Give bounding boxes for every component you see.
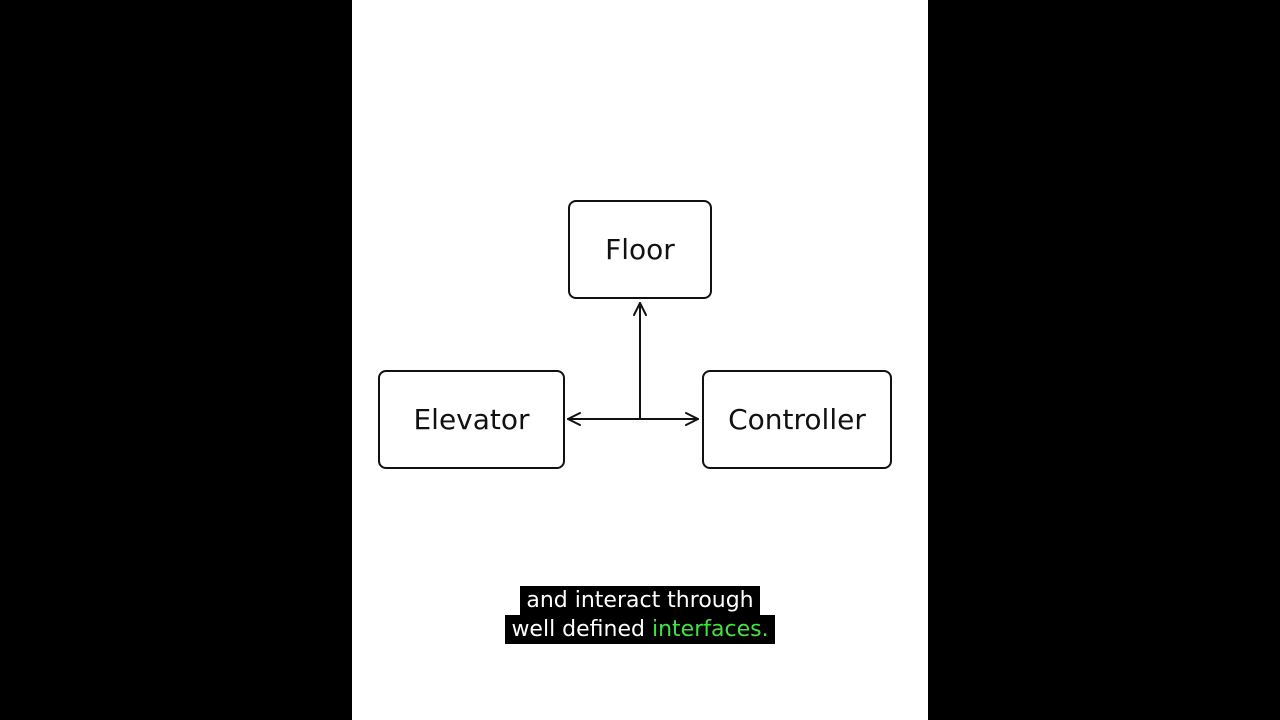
caption-highlight-word: interfaces. bbox=[651, 617, 769, 642]
controller-node-label: Controller bbox=[728, 403, 866, 436]
caption-line-2: well defined interfaces. bbox=[505, 615, 775, 644]
elevator-node: Elevator bbox=[378, 370, 565, 469]
controller-node: Controller bbox=[702, 370, 892, 469]
arrowhead-elevator bbox=[567, 412, 581, 426]
subtitle-caption: and interact through well defined interf… bbox=[352, 586, 928, 644]
floor-node-label: Floor bbox=[605, 233, 675, 266]
arrowhead-floor bbox=[633, 302, 647, 316]
elevator-node-label: Elevator bbox=[413, 403, 530, 436]
diagram-panel: Floor Elevator Controller and interact t… bbox=[352, 0, 928, 720]
caption-line-1: and interact through bbox=[520, 586, 760, 615]
floor-node: Floor bbox=[568, 200, 712, 299]
caption-line-2-text: well defined bbox=[511, 617, 652, 642]
arrowhead-controller bbox=[685, 412, 699, 426]
